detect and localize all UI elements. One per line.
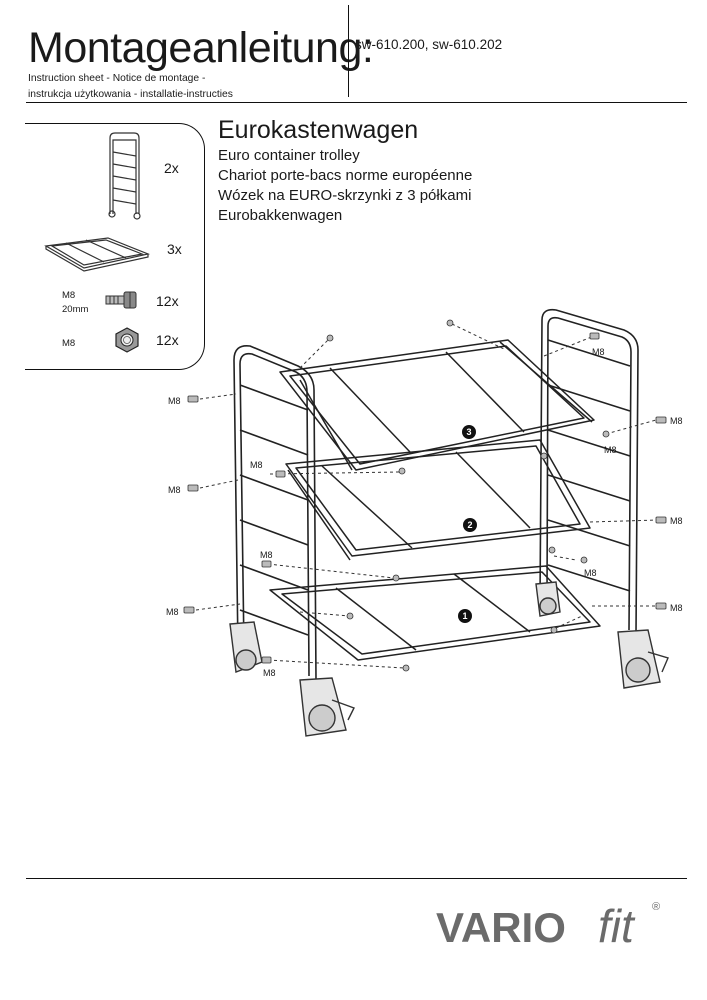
castors	[229, 581, 669, 737]
screw-label: M8	[670, 516, 683, 526]
left-side-frame	[233, 344, 317, 681]
screws	[183, 319, 667, 672]
article-numbers: sw-610.200, sw-610.202	[355, 37, 503, 52]
shelf-marker-3: 3	[462, 425, 476, 439]
screw-label: M8	[263, 668, 276, 678]
bolt-size-label: M8	[62, 290, 76, 301]
screw-label: M8	[592, 347, 605, 357]
product-name-nl: Eurobakkenwagen	[218, 207, 343, 224]
shelf-1	[269, 565, 601, 661]
screw-label: M8	[260, 550, 273, 560]
screw-label: M8	[670, 603, 683, 613]
subtitle-line-1: Instruction sheet - Notice de montage -	[28, 73, 206, 84]
product-name-pl: Wózek na EURO-skrzynki z 3 półkami	[218, 187, 472, 204]
subtitle-line-2: instrukcja użytkowania - installatie-ins…	[28, 89, 233, 100]
qty-shelf-frame: 3x	[167, 241, 182, 257]
screw-label: M8	[584, 568, 597, 578]
qty-nut: 12x	[156, 332, 179, 348]
registered-mark: ®	[652, 901, 660, 913]
variofit-logo: VARIO fit ®	[436, 900, 660, 952]
screw-label: M8	[604, 445, 617, 455]
bolt-length-label: 20mm	[62, 304, 89, 315]
screw-label: M8	[168, 396, 181, 406]
side-frame-icon	[108, 132, 141, 220]
assembly-guide-lines	[195, 323, 659, 669]
shelf-marker-2: 2	[463, 518, 477, 532]
shelf-3	[279, 339, 595, 471]
bolt-icon	[105, 291, 137, 309]
right-side-frame	[539, 308, 639, 635]
product-title: Eurokastenwagen	[218, 116, 419, 144]
shelf-frame-icon	[44, 237, 151, 272]
product-name-fr: Chariot porte-bacs norme européenne	[218, 167, 473, 184]
header-rule	[26, 102, 687, 103]
screw-label: M8	[168, 485, 181, 495]
screw-label: M8	[166, 607, 179, 617]
screw-label: M8	[670, 416, 683, 426]
page-title: Montageanleitung:	[28, 24, 374, 72]
header-divider	[348, 5, 349, 97]
shelf-marker-1: 1	[458, 609, 472, 623]
shelf-2	[285, 439, 591, 561]
screw-label: M8	[250, 460, 263, 470]
qty-bolt: 12x	[156, 293, 179, 309]
footer-rule	[26, 878, 687, 879]
parts-list-box	[25, 123, 205, 370]
product-name-en: Euro container trolley	[218, 147, 360, 164]
brand-name-vario: VARIO	[436, 904, 566, 951]
brand-name-fit: fit	[598, 900, 636, 952]
nut-icon	[115, 327, 139, 353]
qty-side-frame: 2x	[164, 160, 179, 176]
nut-size-label: M8	[62, 338, 76, 349]
